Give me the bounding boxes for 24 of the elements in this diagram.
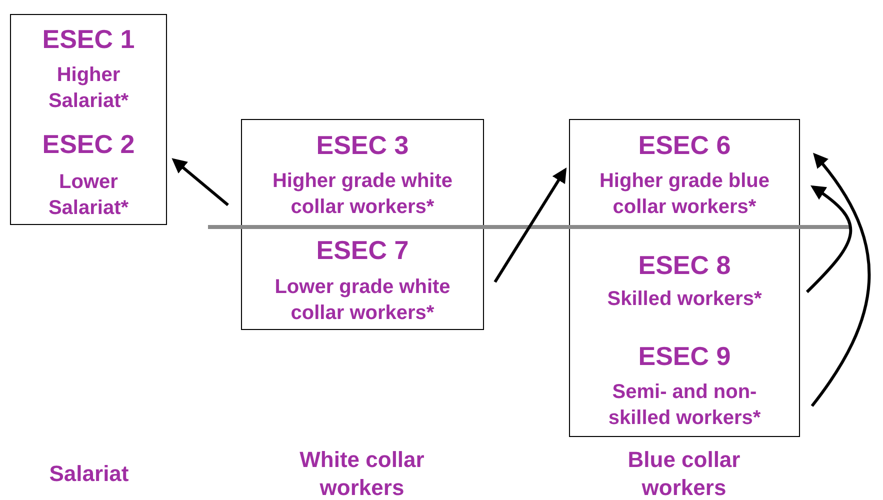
class-description: Higher grade blue collar workers* — [598, 169, 771, 220]
class-code: ESEC 2 — [41, 129, 136, 159]
group-label: White collar workers — [298, 446, 426, 500]
class-description: Higher grade white collar workers* — [271, 169, 454, 220]
class-code: ESEC 8 — [637, 250, 732, 280]
group-label: Salariat — [48, 460, 130, 488]
class-code: ESEC 3 — [315, 130, 410, 160]
class-description: Lower Salariat* — [47, 170, 130, 221]
class-box — [10, 14, 167, 225]
class-code: ESEC 6 — [637, 130, 732, 160]
class-code: ESEC 7 — [315, 235, 410, 265]
class-description: Lower grade white collar workers* — [274, 275, 452, 326]
class-box — [569, 119, 800, 437]
class-code: ESEC 9 — [637, 341, 732, 371]
arrow — [806, 185, 852, 294]
arrow — [172, 158, 229, 206]
group-label: Blue collar workers — [626, 446, 742, 500]
class-code: ESEC 1 — [41, 24, 136, 54]
arrow — [810, 152, 870, 407]
arrow — [494, 167, 567, 283]
class-box — [241, 119, 484, 330]
class-description: Semi- and non-skilled workers* — [607, 380, 762, 431]
class-description: Skilled workers* — [606, 287, 763, 312]
class-description: Higher Salariat* — [47, 63, 130, 114]
